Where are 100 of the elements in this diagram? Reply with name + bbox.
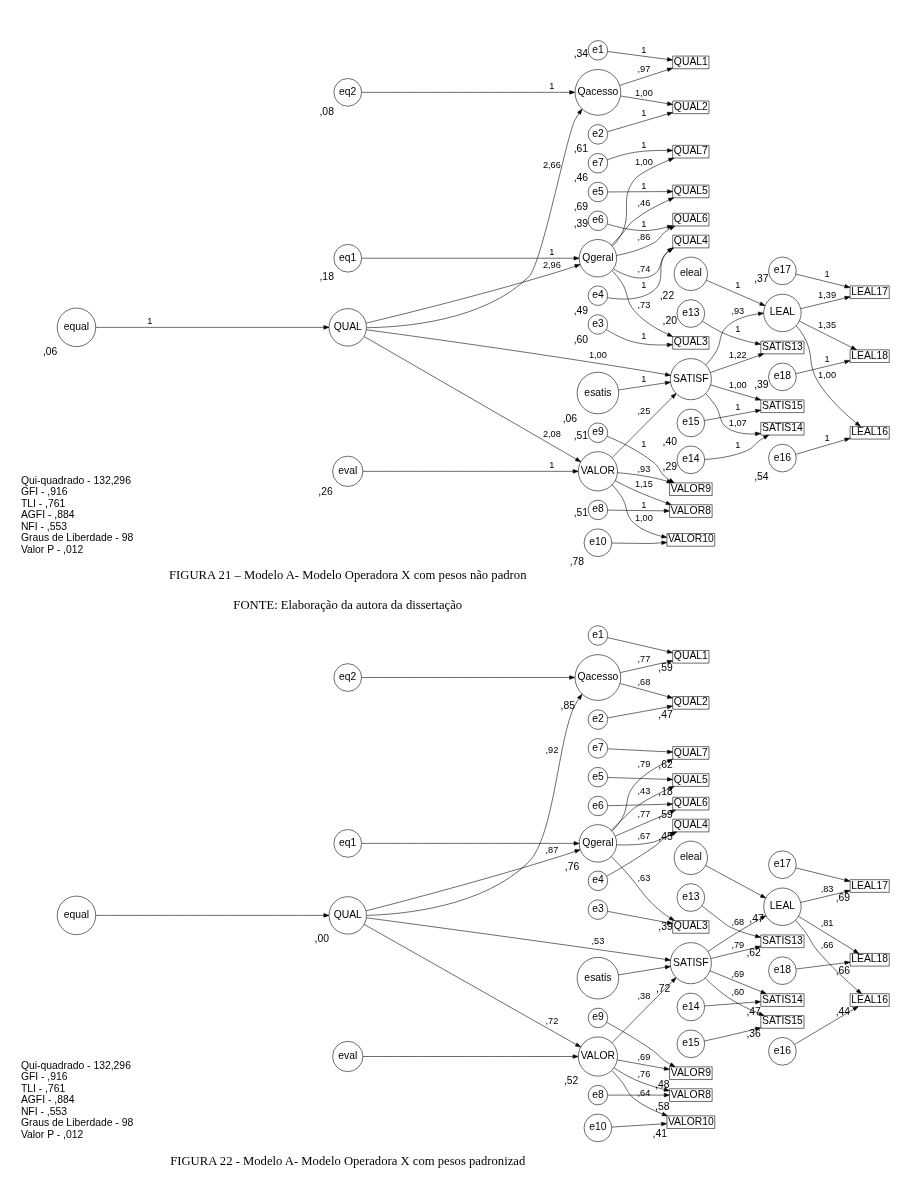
arrow: [364, 923, 581, 1047]
label: Qui-quadrado - 132,296: [20, 1059, 131, 1071]
arrow: [607, 1092, 670, 1097]
node-circle: equal: [56, 307, 97, 347]
edge-label: 1: [549, 459, 555, 470]
edge-label: 1,00: [728, 379, 747, 390]
node-box: QUAL2: [672, 695, 710, 709]
node-circle: Qgeral: [578, 238, 617, 277]
arrow: [620, 659, 673, 673]
node-box: QUAL6: [672, 212, 710, 226]
node-circle: e10: [583, 528, 613, 557]
node-label: ,36: [746, 1027, 761, 1039]
node-label: ,46: [573, 171, 589, 183]
node-circle: VALOR: [578, 1036, 618, 1076]
edge-label: ,72: [545, 1015, 559, 1026]
node-box: VALOR9: [669, 1066, 713, 1080]
arrow: [361, 840, 580, 845]
arrow: [798, 915, 860, 954]
arrow: [613, 1067, 670, 1092]
node-circle: eq2: [333, 662, 362, 692]
arrow: [704, 977, 765, 1016]
node-box: SATIS13: [760, 340, 805, 354]
edge-label: 1,00: [634, 512, 653, 523]
arrow: [704, 434, 769, 460]
edge-label: ,79: [637, 758, 651, 769]
node-label: ,85: [560, 699, 575, 711]
node-circle: e9: [587, 422, 608, 443]
edge-label: ,93: [731, 305, 745, 316]
node-circle: equal: [56, 895, 97, 935]
edge-label: ,76: [637, 1068, 651, 1079]
arrow: [611, 269, 673, 337]
arrow: [709, 969, 767, 994]
node-label: ,26: [318, 485, 333, 497]
edge-label: 1,00: [634, 156, 653, 167]
edge-label: ,53: [591, 935, 605, 945]
edge-label: ,83: [820, 883, 834, 894]
edge-label: ,87: [545, 844, 559, 855]
edge-label: ,97: [637, 63, 651, 74]
arrow: [619, 67, 673, 86]
arrow: [710, 384, 762, 400]
node-label: ,76: [564, 860, 580, 872]
edge-label: ,77: [637, 808, 651, 819]
node-label: ,62: [746, 946, 761, 958]
node-circle: LEAL: [763, 887, 802, 926]
node-circle: e2: [587, 123, 608, 144]
node-box: LEAL16: [849, 425, 890, 439]
arrow: [606, 328, 673, 347]
edge-label: 1: [824, 268, 830, 279]
arrow: [702, 320, 761, 345]
node-label: ,18: [658, 785, 673, 797]
node-circle: eq1: [333, 243, 362, 272]
edge-label: 1: [641, 373, 647, 384]
edge-label: ,69: [637, 1051, 651, 1062]
edge-label: 1: [641, 279, 647, 290]
arrow: [607, 223, 673, 231]
arrow: [800, 295, 851, 309]
edge-label: 1: [641, 218, 647, 229]
node-label: ,72: [655, 982, 671, 994]
node-circle: e14: [676, 992, 705, 1021]
edge-label: ,81: [820, 917, 834, 928]
label: Valor P - ,012: [20, 1128, 84, 1140]
edge-label: ,67: [637, 830, 651, 841]
node-label: ,61: [573, 142, 589, 154]
arrow: [606, 435, 675, 483]
arrow: [704, 408, 762, 421]
node-label: ,48: [655, 1078, 670, 1090]
arrow: [795, 437, 851, 455]
arrow: [607, 636, 673, 654]
node-box: LEAL16: [849, 992, 890, 1007]
arrow: [607, 188, 673, 194]
label: FIGURA 21 – Modelo A- Modelo Operadora X com pesos não padron: [169, 567, 527, 582]
edge-label: 1: [549, 80, 555, 91]
label: TLI - ,761: [20, 497, 66, 509]
node-label: ,69: [835, 891, 851, 903]
node-box: VALOR9: [669, 482, 713, 496]
arrow: [607, 50, 673, 61]
node-circle: e6: [587, 210, 608, 231]
arrow: [705, 864, 767, 898]
edge-label: 1: [824, 432, 830, 443]
node-circle: e2: [587, 709, 608, 730]
node-box: QUAL6: [672, 796, 710, 810]
arrow: [620, 95, 673, 106]
arrow: [607, 508, 670, 513]
node-box: QUAL5: [672, 184, 710, 198]
arrow: [794, 1005, 859, 1045]
arrow: [611, 540, 668, 545]
edge-label: 2,66: [542, 159, 561, 170]
node-circle: e8: [587, 499, 608, 520]
edge-label: 1: [641, 44, 647, 54]
edge-label: 1: [641, 438, 647, 449]
edge-label: ,77: [637, 653, 651, 664]
node-circle: QUAL: [328, 895, 367, 934]
node-circle: QUAL: [328, 307, 367, 346]
node-circle: e7: [587, 737, 608, 758]
node-box: QUAL4: [672, 234, 710, 248]
arrow: [705, 392, 761, 436]
edge-label: ,79: [731, 939, 745, 950]
node-circle: eleal: [673, 256, 708, 291]
node-circle: e15: [676, 408, 705, 437]
arrow: [366, 328, 671, 377]
